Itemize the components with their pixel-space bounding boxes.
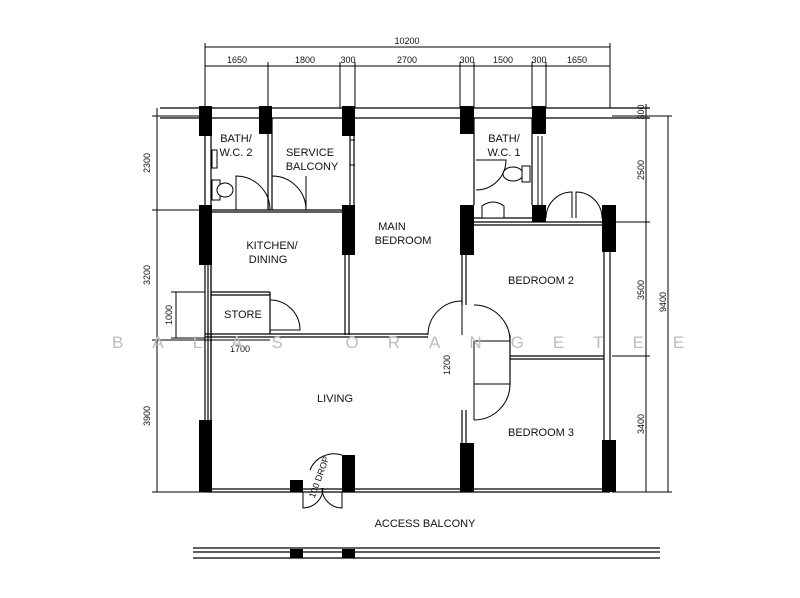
label-bath2-line2: W.C. 2 xyxy=(219,147,252,159)
dim-store-width: 1700 xyxy=(230,344,250,354)
fixtures xyxy=(211,149,531,219)
basin-icon xyxy=(481,201,505,219)
dim-top-4: 2700 xyxy=(397,55,417,65)
dim-top-1: 1650 xyxy=(227,55,247,65)
dim-right-1: 300 xyxy=(636,104,646,119)
dim-left-3: 3900 xyxy=(142,406,152,426)
dim-door-opening: 1200 xyxy=(442,355,452,375)
label-bedroom2: BEDROOM 2 xyxy=(508,275,574,287)
dim-top-8: 1650 xyxy=(567,55,587,65)
dim-top-7: 300 xyxy=(531,55,546,65)
dim-overall-width: 10200 xyxy=(394,36,419,46)
label-bath1-line1: BATH/ xyxy=(488,133,521,145)
label-kitchen-line1: KITCHEN/ xyxy=(246,240,298,252)
label-service-line1: SERVICE xyxy=(286,147,334,159)
dim-top-3: 300 xyxy=(340,55,355,65)
dim-store-height: 1000 xyxy=(164,305,174,325)
room-labels: BATH/ W.C. 2 SERVICE BALCONY BATH/ W.C. … xyxy=(219,133,574,530)
dim-right-2: 2500 xyxy=(636,160,646,180)
label-main-bedroom-line2: BEDROOM xyxy=(375,235,432,247)
label-kitchen-line2: DINING xyxy=(249,254,288,266)
right-dimensions: 300 2500 3500 3400 9400 xyxy=(612,104,672,493)
toilet-bowl-icon xyxy=(216,182,234,198)
label-store: STORE xyxy=(224,309,262,321)
toilet-bowl-icon xyxy=(502,166,524,182)
dim-left-1: 2300 xyxy=(142,153,152,173)
dim-top-2: 1800 xyxy=(295,55,315,65)
dim-top-6: 1500 xyxy=(493,55,513,65)
label-access-balcony: ACCESS BALCONY xyxy=(375,518,477,530)
dim-right-3: 3500 xyxy=(636,280,646,300)
label-living: LIVING xyxy=(317,393,353,405)
top-dimensions: 10200 1650 1800 300 2700 300 1500 300 16… xyxy=(204,36,611,108)
dim-overall-height: 9400 xyxy=(658,292,668,312)
doors xyxy=(235,136,603,509)
label-bath2-line1: BATH/ xyxy=(220,133,253,145)
label-service-line2: BALCONY xyxy=(286,161,339,173)
access-balcony-rail xyxy=(193,547,660,559)
watermark: BALAS ORANGETEE xyxy=(112,333,713,352)
label-bedroom3: BEDROOM 3 xyxy=(508,427,574,439)
dim-left-2: 3200 xyxy=(142,265,152,285)
dim-top-5: 300 xyxy=(459,55,474,65)
label-bath1-line2: W.C. 1 xyxy=(487,147,520,159)
walls xyxy=(160,106,650,493)
left-dimensions: 2300 3200 3900 1000 1700 xyxy=(142,108,270,493)
dim-right-4: 3400 xyxy=(636,414,646,434)
label-main-bedroom-line1: MAIN xyxy=(378,221,406,233)
